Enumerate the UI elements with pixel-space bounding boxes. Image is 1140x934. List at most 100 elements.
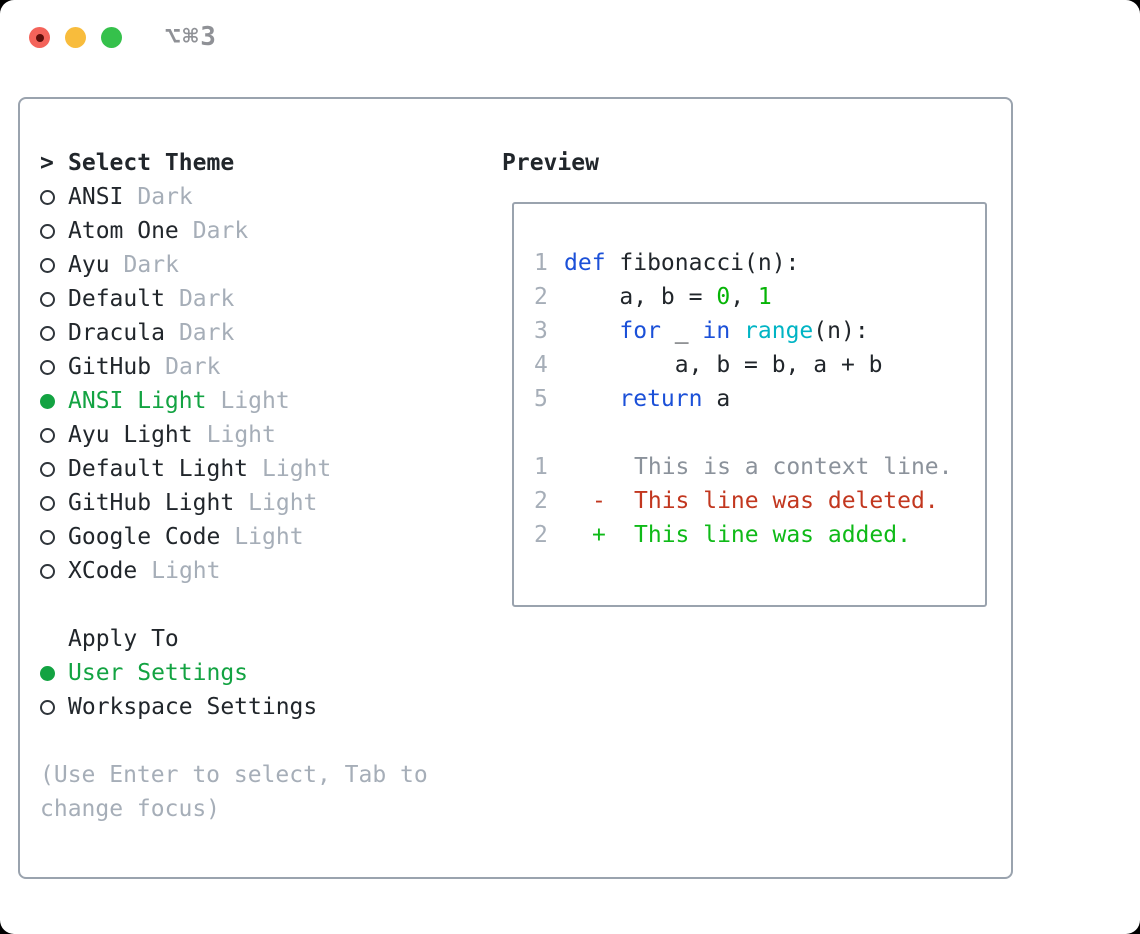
apply-option-label: Workspace Settings <box>68 694 318 720</box>
theme-name: Atom One <box>68 218 179 244</box>
radio-column <box>40 384 68 419</box>
theme-variant-badge: Dark <box>178 286 235 312</box>
line-number: 1 <box>534 250 548 276</box>
theme-variant-badge: Light <box>234 524 304 550</box>
theme-variant-badge: Light <box>206 422 276 448</box>
minimize-button[interactable] <box>65 27 86 48</box>
radio-column <box>40 316 68 351</box>
radio-icon <box>40 530 55 545</box>
line-number: 4 <box>534 352 548 378</box>
radio-selected-icon <box>40 394 55 409</box>
code-token: 0 <box>716 284 731 310</box>
theme-name: Google Code <box>68 524 221 550</box>
radio-icon <box>40 700 55 715</box>
radio-icon <box>40 496 55 511</box>
theme-name: ANSI <box>68 184 124 210</box>
code-token <box>730 318 744 344</box>
theme-option-default-light[interactable]: Default Light Light <box>40 452 331 486</box>
radio-icon <box>40 258 55 273</box>
line-number: 2 <box>534 488 548 514</box>
zoom-button[interactable] <box>101 27 122 48</box>
radio-column <box>40 520 68 555</box>
theme-name: ANSI Light <box>68 388 207 414</box>
code-token: in <box>702 318 731 344</box>
radio-column <box>40 554 68 589</box>
radio-icon <box>40 360 55 375</box>
code-line: 5 return a <box>534 382 985 416</box>
diff-sign: + <box>592 522 606 548</box>
diff-text: This is a context line. <box>634 454 953 480</box>
diff-text: This line was added. <box>634 522 911 548</box>
theme-name: XCode <box>68 558 138 584</box>
theme-variant-badge: Dark <box>123 252 179 278</box>
blank-line <box>534 416 985 450</box>
radio-icon <box>40 462 55 477</box>
theme-option-default[interactable]: Default Dark <box>40 282 331 316</box>
theme-variant-badge: Light <box>262 456 332 482</box>
code-token: (n): <box>813 318 869 344</box>
diff-sign: - <box>592 488 606 514</box>
preview-title: Preview <box>502 150 599 176</box>
radio-column <box>40 656 68 691</box>
theme-variant-badge: Light <box>248 490 318 516</box>
code-token <box>564 386 619 412</box>
diff-line-deleted: 2 - This line was deleted. <box>534 484 985 518</box>
radio-icon <box>40 326 55 341</box>
theme-option-google-code[interactable]: Google Code Light <box>40 520 331 554</box>
line-number: 1 <box>534 454 548 480</box>
window-shortcut-label: ⌥⌘3 <box>165 22 218 52</box>
theme-variant-badge: Dark <box>165 354 221 380</box>
theme-name: GitHub Light <box>68 490 235 516</box>
theme-name: Default <box>68 286 165 312</box>
apply-option-user-settings[interactable]: User Settings <box>40 656 317 690</box>
code-token <box>564 318 619 344</box>
code-token: return <box>619 386 703 412</box>
line-number: 2 <box>534 284 548 310</box>
code-token: def <box>564 250 606 276</box>
diff-text: This line was deleted. <box>634 488 939 514</box>
theme-option-github-light[interactable]: GitHub Light Light <box>40 486 331 520</box>
radio-column <box>40 282 68 317</box>
close-button[interactable] <box>29 27 50 48</box>
theme-name: GitHub <box>68 354 152 380</box>
prompt-icon: > <box>40 150 54 176</box>
radio-column <box>40 214 68 249</box>
apply-option-label: User Settings <box>68 660 249 686</box>
apply-to-header: Apply To <box>40 622 317 656</box>
theme-option-ansi-light[interactable]: ANSI Light Light <box>40 384 331 418</box>
radio-icon <box>40 190 55 205</box>
theme-name: Default Light <box>68 456 249 482</box>
apply-option-workspace-settings[interactable]: Workspace Settings <box>40 690 317 724</box>
radio-icon <box>40 224 55 239</box>
radio-icon <box>40 428 55 443</box>
apply-to-title: Apply To <box>68 626 179 652</box>
radio-icon <box>40 292 55 307</box>
theme-variant-badge: Dark <box>192 218 249 244</box>
radio-column <box>40 690 68 725</box>
code-token: fibonacci(n): <box>605 250 800 276</box>
theme-option-github[interactable]: GitHub Dark <box>40 350 331 384</box>
traffic-lights <box>29 27 122 48</box>
theme-option-ayu-light[interactable]: Ayu Light Light <box>40 418 331 452</box>
line-number: 5 <box>534 386 548 412</box>
theme-list-header: >Select Theme <box>40 146 331 180</box>
close-indicator-dot <box>36 34 44 42</box>
line-number: 2 <box>534 522 548 548</box>
titlebar: ⌥⌘3 <box>0 0 1140 75</box>
radio-column <box>40 248 68 283</box>
theme-name: Ayu Light <box>68 422 193 448</box>
theme-variant-badge: Light <box>220 388 290 414</box>
theme-option-atom-one[interactable]: Atom One Dark <box>40 214 331 248</box>
diff-line-context: 1 This is a context line. <box>534 450 985 484</box>
code-token: , <box>730 284 758 310</box>
code-line: 4 a, b = b, a + b <box>534 348 985 382</box>
